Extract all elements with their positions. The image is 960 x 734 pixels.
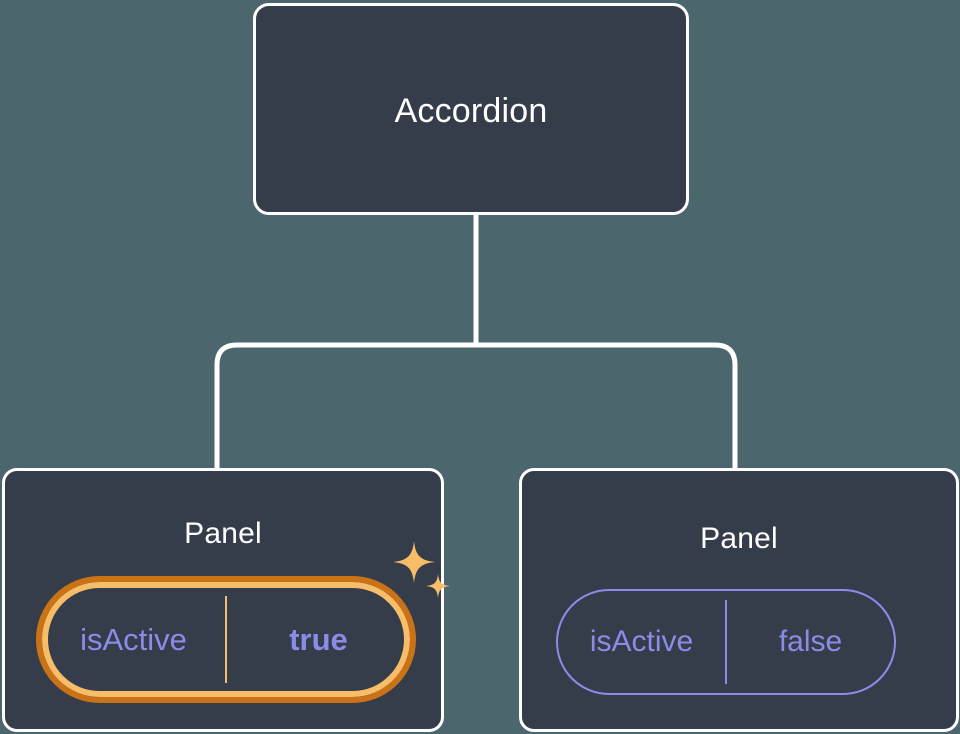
prop-divider	[725, 600, 727, 684]
tree-node-panel-inactive-title: Panel	[700, 522, 778, 555]
tree-node-accordion-title: Accordion	[394, 92, 548, 130]
prop-key-label: isActive	[589, 625, 694, 658]
prop-value-label: false	[778, 625, 843, 658]
prop-key-cell: isActive	[42, 582, 225, 697]
prop-divider	[225, 596, 227, 683]
tree-node-panel-active-title: Panel	[184, 517, 262, 550]
tree-node-accordion[interactable]: Accordion	[253, 3, 689, 215]
prop-value-cell: true	[227, 582, 410, 697]
prop-value-cell: false	[727, 591, 894, 693]
prop-key-label: isActive	[80, 622, 187, 657]
sparkle-small-icon	[426, 574, 450, 598]
prop-pill-isactive-true[interactable]: isActive true	[36, 576, 416, 703]
prop-key-cell: isActive	[558, 591, 725, 693]
prop-value-label: true	[289, 622, 348, 657]
tree-node-panel-active[interactable]: Panel isActive true	[2, 468, 450, 732]
prop-pill-isactive-false[interactable]: isActive false	[556, 589, 896, 695]
tree-node-panel-inactive[interactable]: Panel isActive false	[519, 468, 959, 732]
connector-branch-bar	[214, 342, 738, 468]
